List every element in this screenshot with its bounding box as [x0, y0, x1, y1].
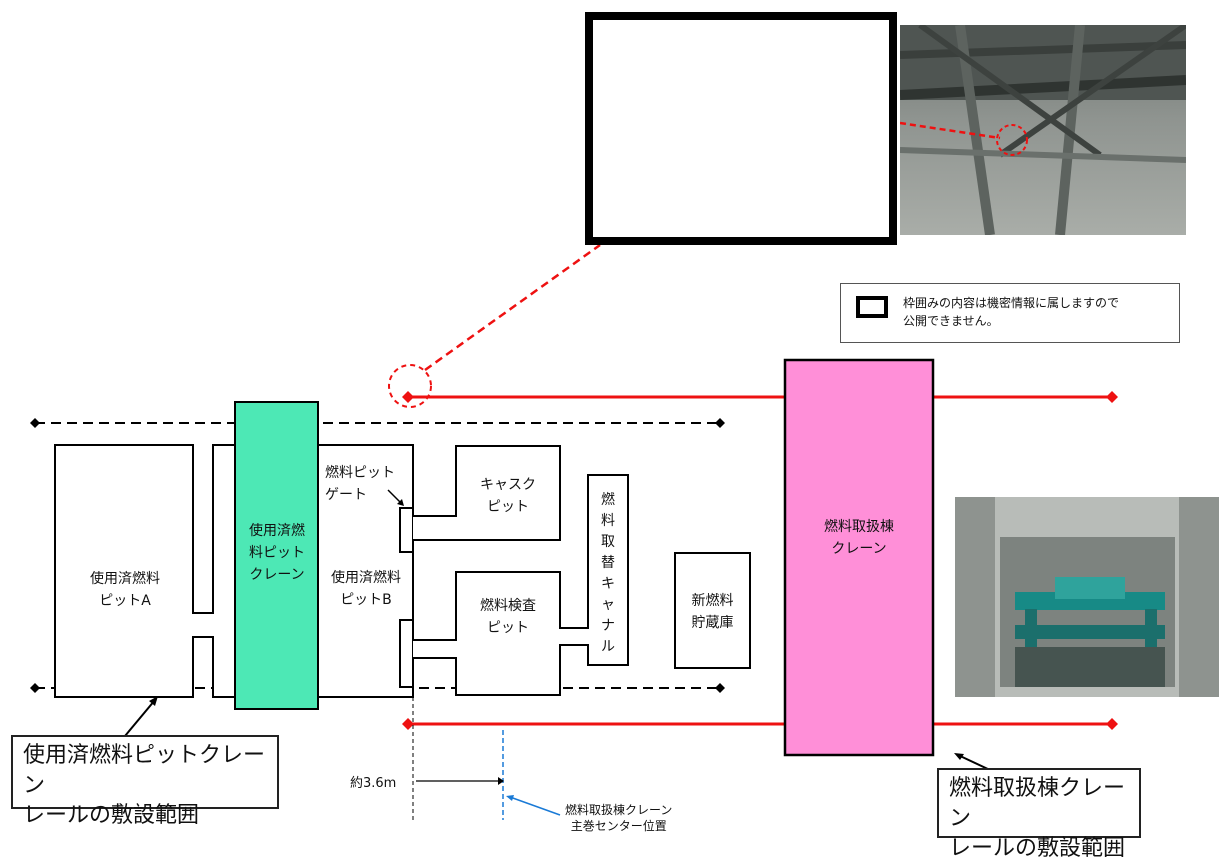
- cask-pit-outline: [413, 445, 561, 541]
- building-crane-box: [783, 358, 935, 757]
- gate-lower: [399, 619, 414, 688]
- cask-pit-label: キャスク ピット: [480, 477, 536, 515]
- pit-rail-callout-leader: [124, 699, 156, 737]
- building-crane-rail-callout: 燃料取扱棟クレーン レールの敷設範囲: [937, 768, 1141, 861]
- center-label-leader: [509, 796, 561, 816]
- distance-label: 約3.6m: [350, 776, 397, 791]
- center-position-label: 燃料取扱棟クレーン 主巻センター位置: [565, 803, 673, 833]
- building-crane-rails: [402, 391, 1118, 730]
- ceiling-photo-graphic: [900, 25, 1186, 235]
- detail-leader-line: [424, 243, 601, 372]
- canal-label: 燃 料 取 替 キ ャ ナ ル: [601, 492, 615, 655]
- pit-crane-label: 使用済燃 料ピット クレーン: [249, 523, 305, 583]
- confidential-legend: 枠囲みの内容は機密情報に属しますので 公開できません。: [840, 283, 1180, 343]
- detail-circle: [388, 364, 432, 408]
- inspection-pit-label: 燃料検査 ピット: [480, 598, 536, 636]
- legend-text: 枠囲みの内容は機密情報に属しますので 公開できません。: [903, 296, 1120, 328]
- building-crane-label: 燃料取扱棟 クレーン: [824, 519, 894, 557]
- pit-a-label: 使用済燃料 ピットA: [90, 571, 160, 609]
- legend-box-symbol: [856, 296, 888, 318]
- inspection-pit-outline: [413, 474, 629, 696]
- gate-upper: [399, 507, 414, 553]
- pit-crane-box: [234, 401, 319, 710]
- crane-photo: [955, 497, 1219, 697]
- pit-crane-rail-callout: 使用済燃料ピットクレーン レールの敷設範囲: [11, 735, 279, 828]
- layout-diagram: [30, 243, 1118, 820]
- building-rail-callout-leader: [957, 754, 991, 771]
- ceiling-photo: [900, 25, 1186, 235]
- new-fuel-storage-label: 新燃料 貯蔵庫: [691, 593, 734, 631]
- redacted-box: [585, 12, 897, 245]
- crane-photo-graphic: [955, 497, 1219, 697]
- pit-b-label: 使用済燃料 ピットB: [331, 570, 401, 608]
- pit-gate-label: 燃料ピット ゲート: [325, 465, 395, 503]
- new-fuel-storage-outline: [674, 552, 751, 669]
